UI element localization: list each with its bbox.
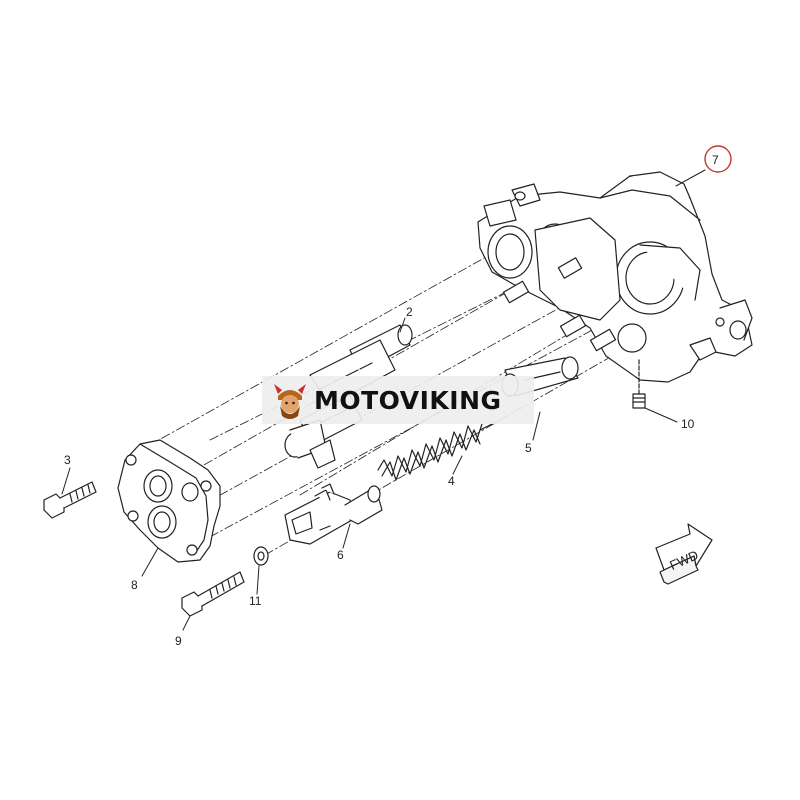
leader-lines [61,169,706,631]
watermark-banner: MOTOVIKING [262,376,534,424]
callout-labels: 7 2 3 4 5 6 8 9 10 11 [64,153,719,648]
callout-label-10: 10 [681,417,695,431]
callout-label-7: 7 [712,153,719,167]
viking-head-icon [274,384,306,419]
forward-direction-arrow: FWD [655,523,713,585]
callout-7-highlight-ring [704,145,732,173]
callout-label-5: 5 [525,441,532,455]
callout-label-6: 6 [337,548,344,562]
callout-label-3: 3 [64,453,71,467]
callout-label-8: 8 [131,578,138,592]
housing-studs [502,257,617,352]
pump-cover-part-8 [117,439,221,563]
watermark-text: MOTOVIKING [314,385,502,415]
washer-part-11 [253,546,269,566]
bolt-part-9 [181,571,245,617]
bolt-part-3 [43,481,97,519]
callout-label-2: 2 [406,305,413,319]
spring-part-4 [377,419,501,481]
piston-part-6 [284,483,383,545]
callout-label-4: 4 [448,474,455,488]
fitting-part-10 [632,359,646,409]
pump-housing-part-7 [477,171,753,383]
callout-label-9: 9 [175,634,182,648]
callout-label-11: 11 [249,594,262,608]
